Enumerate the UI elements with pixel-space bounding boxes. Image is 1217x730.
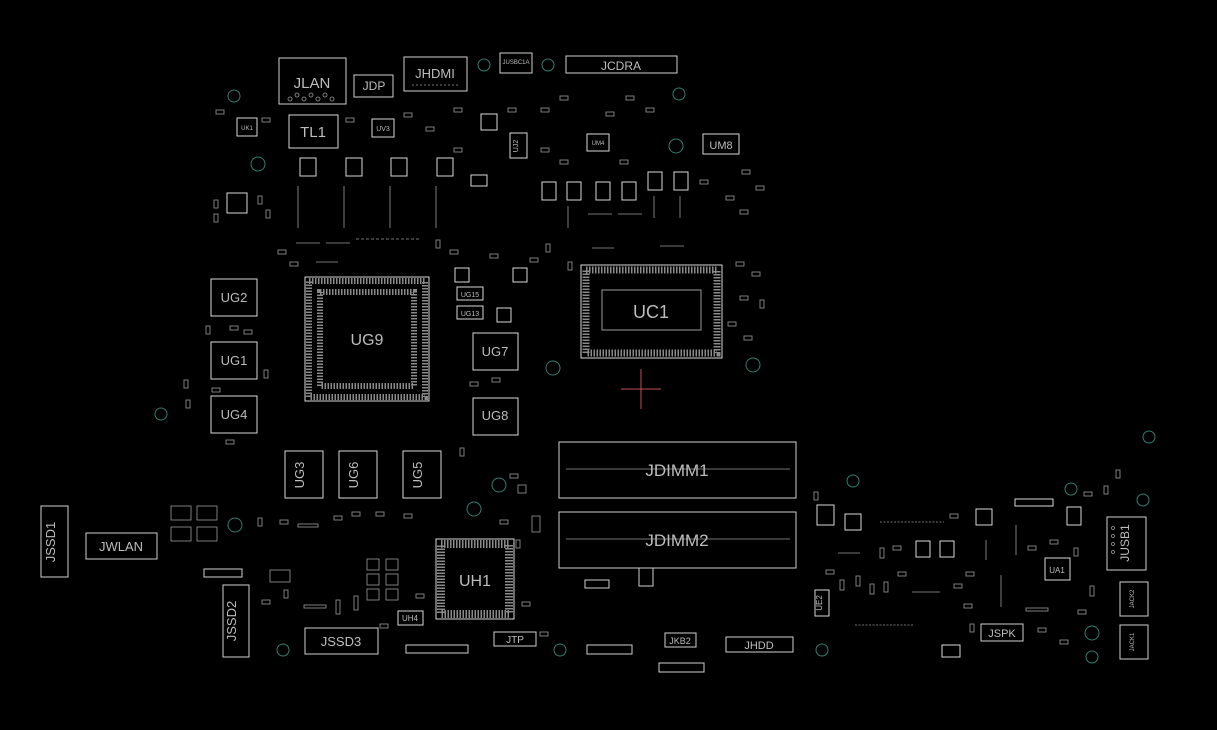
connector-jack2[interactable]: JACK2 <box>1119 581 1149 617</box>
label-um8: UM8 <box>709 140 732 152</box>
label-jhdmi: JHDMI <box>415 66 455 81</box>
label-um4: UM4 <box>592 141 605 147</box>
label-jkb2: JKB2 <box>669 636 691 646</box>
chip-ua1[interactable]: UA1 <box>1044 557 1071 581</box>
label-ue2: UE2 <box>815 595 824 611</box>
connector-jwlan[interactable]: JWLAN <box>85 532 158 560</box>
connector-jspk[interactable]: JSPK <box>980 623 1024 642</box>
chip-tl1[interactable]: TL1 <box>288 114 339 149</box>
label-jwlan: JWLAN <box>99 539 143 554</box>
label-jspk: JSPK <box>988 628 1016 640</box>
label-jack1: JACK1 <box>1130 632 1136 651</box>
label-ug5: UG5 <box>410 462 425 489</box>
connector-jusbc1a[interactable]: JUSBC1A <box>499 52 533 74</box>
mounting-holes <box>154 58 1156 664</box>
label-jtp: JTP <box>506 635 524 646</box>
memory-ug8[interactable]: UG8 <box>472 397 519 436</box>
connector-jcdra[interactable]: JCDRA <box>565 55 678 74</box>
label-jdp: JDP <box>363 79 386 93</box>
slot-jdimm2[interactable]: JDIMM2 <box>558 511 797 569</box>
label-jusb1: JUSB1 <box>1118 524 1132 562</box>
top-small-chips <box>226 113 689 214</box>
connector-jssd1[interactable]: JSSD1 <box>40 505 69 578</box>
chip-um8[interactable]: UM8 <box>702 133 740 155</box>
connector-jdp[interactable]: JDP <box>353 74 394 98</box>
label-uv3: UV3 <box>376 126 390 133</box>
connector-jlan[interactable]: JLAN <box>278 57 347 105</box>
connector-jssd2[interactable]: JSSD2 <box>222 584 250 658</box>
label-ug3: UG3 <box>292 462 307 489</box>
memory-ug6[interactable]: UG6 <box>338 450 378 499</box>
memory-ug1[interactable]: UG1 <box>210 341 258 380</box>
right-side-traces <box>838 521 1017 626</box>
label-jssd3: JSSD3 <box>321 634 361 649</box>
label-jdimm2: JDIMM2 <box>645 531 708 550</box>
label-jdimm1: JDIMM1 <box>645 461 708 480</box>
label-ug2: UG2 <box>221 290 248 305</box>
smd-components <box>183 95 1121 645</box>
top-vertical-parts <box>296 186 684 263</box>
pad-array-near-pch <box>170 505 399 601</box>
label-jssd1: JSSD1 <box>43 522 58 562</box>
connector-jhdmi[interactable]: JHDMI <box>403 56 468 92</box>
label-ug7: UG7 <box>482 344 509 359</box>
connector-jusb1[interactable]: JUSB1 <box>1106 516 1147 571</box>
memory-ug4[interactable]: UG4 <box>210 395 258 434</box>
label-jusbc1a: JUSBC1A <box>502 60 529 66</box>
label-uh4: UH4 <box>402 614 419 623</box>
memory-ug3[interactable]: UG3 <box>284 450 324 499</box>
label-ug15: UG15 <box>461 292 479 299</box>
label-jack2: JACK2 <box>1130 589 1136 608</box>
label-jlan: JLAN <box>294 75 331 92</box>
label-ug13: UG13 <box>461 311 479 318</box>
chip-uh4[interactable]: UH4 <box>397 610 424 626</box>
connector-jack1[interactable]: JACK1 <box>1119 624 1149 660</box>
chip-uv3[interactable]: UV3 <box>371 118 395 138</box>
label-uh1: UH1 <box>459 573 491 590</box>
label-uj2: UJ2 <box>513 140 520 153</box>
label-uc1: UC1 <box>633 302 669 322</box>
connector-jhdd[interactable]: JHDD <box>725 636 794 653</box>
crosshair-marker <box>621 369 661 409</box>
label-ug9: UG9 <box>351 332 384 349</box>
label-ug8: UG8 <box>482 408 509 423</box>
right-side-chips <box>816 498 1082 658</box>
memory-ug2[interactable]: UG2 <box>210 278 258 317</box>
gpu-side-chips <box>454 267 528 323</box>
memory-ug7[interactable]: UG7 <box>472 332 519 371</box>
connector-jkb2[interactable]: JKB2 <box>664 632 697 648</box>
label-ug1: UG1 <box>221 353 248 368</box>
label-jhdd: JHDD <box>744 640 773 652</box>
pch-uh1[interactable]: UH1 <box>435 538 515 620</box>
connector-jssd3[interactable]: JSSD3 <box>304 627 379 655</box>
label-tl1: TL1 <box>300 124 326 141</box>
chip-uk1[interactable]: UK1 <box>236 117 258 137</box>
slot-jdimm1[interactable]: JDIMM1 <box>558 441 797 499</box>
label-uk1: UK1 <box>241 126 253 132</box>
chip-ue2[interactable]: UE2 <box>814 589 830 617</box>
cpu-uc1[interactable]: UC1 <box>580 264 723 359</box>
gpu-ug9[interactable]: UG9 <box>304 276 430 402</box>
memory-ug5[interactable]: UG5 <box>402 450 442 499</box>
connector-jtp[interactable]: JTP <box>493 631 537 647</box>
label-ug6: UG6 <box>346 462 361 489</box>
label-ua1: UA1 <box>1049 566 1065 575</box>
chip-ug13[interactable]: UG13 <box>456 305 484 320</box>
bottom-small-connectors <box>203 567 705 673</box>
chip-ug15[interactable]: UG15 <box>456 286 484 301</box>
chip-um4[interactable]: UM4 <box>586 133 610 152</box>
label-jcdra: JCDRA <box>601 59 641 73</box>
label-ug4: UG4 <box>221 407 248 422</box>
chip-uj2[interactable]: UJ2 <box>509 132 528 159</box>
label-jssd2: JSSD2 <box>224 601 239 641</box>
